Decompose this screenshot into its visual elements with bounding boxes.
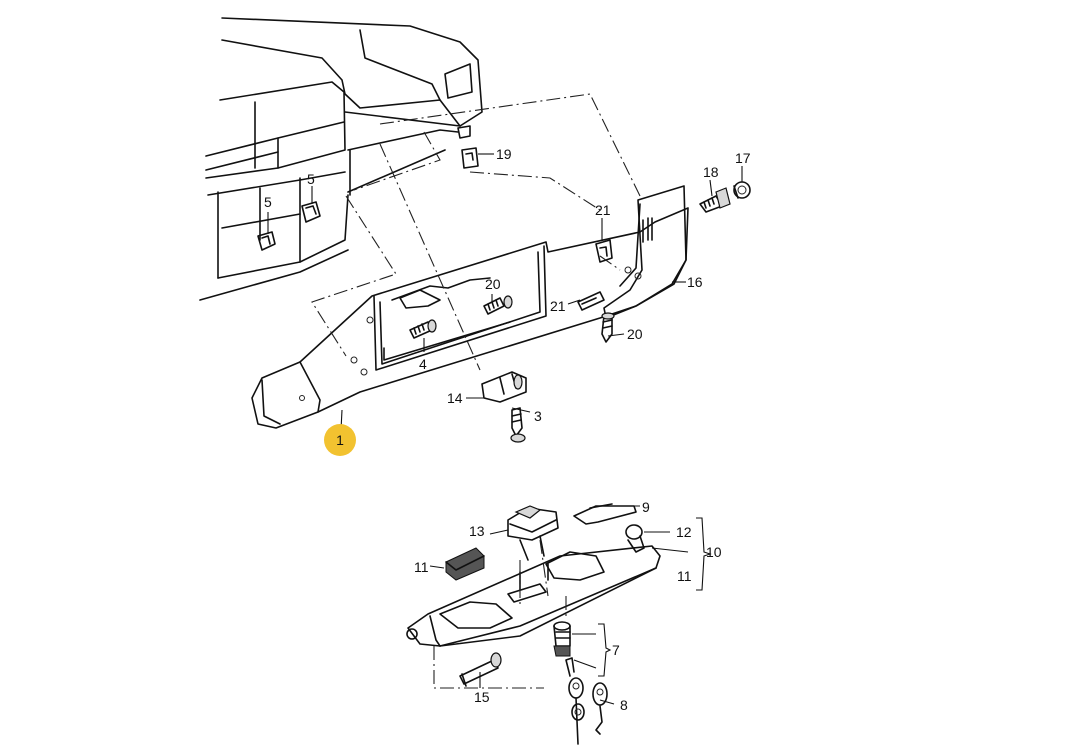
clip-19 bbox=[457, 125, 479, 169]
callout-4: 4 bbox=[419, 356, 427, 372]
callout-20-lower: 20 bbox=[627, 326, 643, 342]
callout-11-left: 11 bbox=[414, 559, 429, 575]
assembly-lines-upper bbox=[311, 93, 641, 371]
leader-lines bbox=[267, 153, 743, 705]
pin-15 bbox=[459, 652, 502, 687]
callout-12: 12 bbox=[676, 524, 692, 540]
callout-13: 13 bbox=[469, 523, 485, 539]
callout-labels: 1 3 4 5 5 7 8 9 10 11 11 12 13 14 15 16 … bbox=[264, 146, 751, 713]
latch-14 bbox=[481, 371, 527, 403]
screw-18 bbox=[699, 187, 731, 213]
key-8-right bbox=[592, 682, 608, 735]
dashboard-panel bbox=[199, 17, 483, 301]
callout-21-lower: 21 bbox=[550, 298, 566, 314]
callout-1: 1 bbox=[336, 432, 344, 448]
clip-5-left bbox=[257, 231, 276, 251]
callout-21-upper: 21 bbox=[595, 202, 611, 218]
callout-14: 14 bbox=[447, 390, 463, 406]
lock-housing-10 bbox=[406, 545, 661, 647]
callout-5-right: 5 bbox=[307, 171, 315, 187]
screw-4 bbox=[409, 319, 437, 339]
callout-10: 10 bbox=[706, 544, 722, 560]
assembly-lines-lower bbox=[433, 539, 567, 689]
lock-mechanism-13 bbox=[507, 505, 559, 561]
cap-17 bbox=[733, 181, 751, 199]
callout-8: 8 bbox=[620, 697, 628, 713]
callout-11-right: 11 bbox=[677, 568, 692, 584]
callout-9: 9 bbox=[642, 499, 650, 515]
lever-9 bbox=[573, 503, 637, 525]
clip-21-upper bbox=[595, 239, 613, 263]
key-8-left bbox=[565, 657, 585, 745]
clip-21-lower bbox=[577, 291, 605, 311]
callout-7: 7 bbox=[612, 642, 620, 658]
bush-12 bbox=[625, 524, 645, 553]
callout-3: 3 bbox=[534, 408, 542, 424]
callout-18: 18 bbox=[703, 164, 719, 180]
side-cover-16 bbox=[603, 185, 687, 319]
clip-5-right bbox=[301, 201, 321, 223]
callout-5-left: 5 bbox=[264, 194, 272, 210]
callout-20-upper: 20 bbox=[485, 276, 501, 292]
screw-20-upper bbox=[483, 295, 513, 315]
callout-badge-1 bbox=[324, 424, 356, 456]
button-11 bbox=[445, 547, 485, 581]
callout-19: 19 bbox=[496, 146, 512, 162]
callout-17: 17 bbox=[735, 150, 751, 166]
callout-16: 16 bbox=[687, 274, 703, 290]
screw-3 bbox=[510, 407, 526, 443]
glovebox-lid bbox=[251, 207, 689, 429]
lock-cylinder-7 bbox=[553, 621, 571, 657]
screw-20-lower bbox=[601, 312, 615, 343]
callout-15: 15 bbox=[474, 689, 490, 705]
